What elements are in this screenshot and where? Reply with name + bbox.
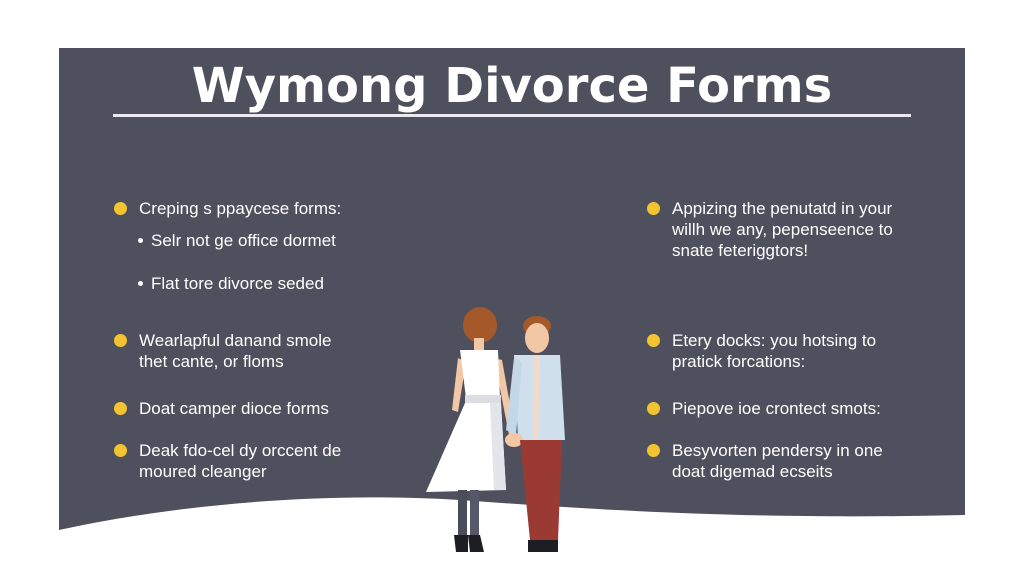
bullet-dot-icon — [647, 444, 660, 457]
left-bullet-2: Wearlapful danand smole thet cante, or f… — [114, 330, 331, 372]
bullet-dot-icon — [114, 444, 127, 457]
bottom-wave — [0, 497, 1024, 576]
sub-bullet-dot-icon — [138, 238, 143, 243]
left-bullet-4: Deak fdo-cel dy orccent de moured cleang… — [114, 440, 341, 482]
bullet-text: Besyvorten pendersy in one doat digemad … — [672, 441, 883, 481]
left-subbullet-1: Selr not ge office dormet — [138, 230, 336, 251]
bullet-text: Deak fdo-cel dy orccent de moured cleang… — [139, 441, 342, 481]
man-figure-icon — [505, 316, 565, 552]
right-bullet-1: Appizing the penutatd in your willh we a… — [647, 198, 893, 261]
dark-panel — [59, 48, 965, 548]
page-title: Wymong Divorce Forms — [191, 58, 833, 114]
bullet-dot-icon — [114, 402, 127, 415]
bullet-dot-icon — [114, 202, 127, 215]
sub-bullet-text: Selr not ge office dormet — [151, 231, 336, 250]
right-bullet-4: Besyvorten pendersy in one doat digemad … — [647, 440, 883, 482]
right-bullet-2: Etery docks: you hotsing to pratick forc… — [647, 330, 876, 372]
woman-figure-icon — [426, 307, 516, 552]
bullet-text: Creping s ppaycese forms: — [139, 199, 342, 218]
bullet-dot-icon — [647, 334, 660, 347]
bullet-dot-icon — [114, 334, 127, 347]
left-subbullet-2: Flat tore divorce seded — [138, 273, 324, 294]
bullet-text: Doat camper dioce forms — [139, 399, 329, 418]
bullet-text: Appizing the penutatd in your willh we a… — [672, 199, 893, 260]
right-bullet-3: Piepove ioe crontect smots: — [647, 398, 881, 419]
bullet-text: Etery docks: you hotsing to pratick forc… — [672, 331, 877, 371]
bullet-dot-icon — [647, 202, 660, 215]
title-divider — [113, 114, 911, 117]
sub-bullet-text: Flat tore divorce seded — [151, 274, 324, 293]
bullet-dot-icon — [647, 402, 660, 415]
bullet-text: Wearlapful danand smole thet cante, or f… — [139, 331, 332, 371]
left-bullet-1: Creping s ppaycese forms: — [114, 198, 341, 219]
sub-bullet-dot-icon — [138, 281, 143, 286]
bullet-text: Piepove ioe crontect smots: — [672, 399, 881, 418]
left-bullet-3: Doat camper dioce forms — [114, 398, 329, 419]
couple-illustration-icon — [426, 307, 565, 552]
